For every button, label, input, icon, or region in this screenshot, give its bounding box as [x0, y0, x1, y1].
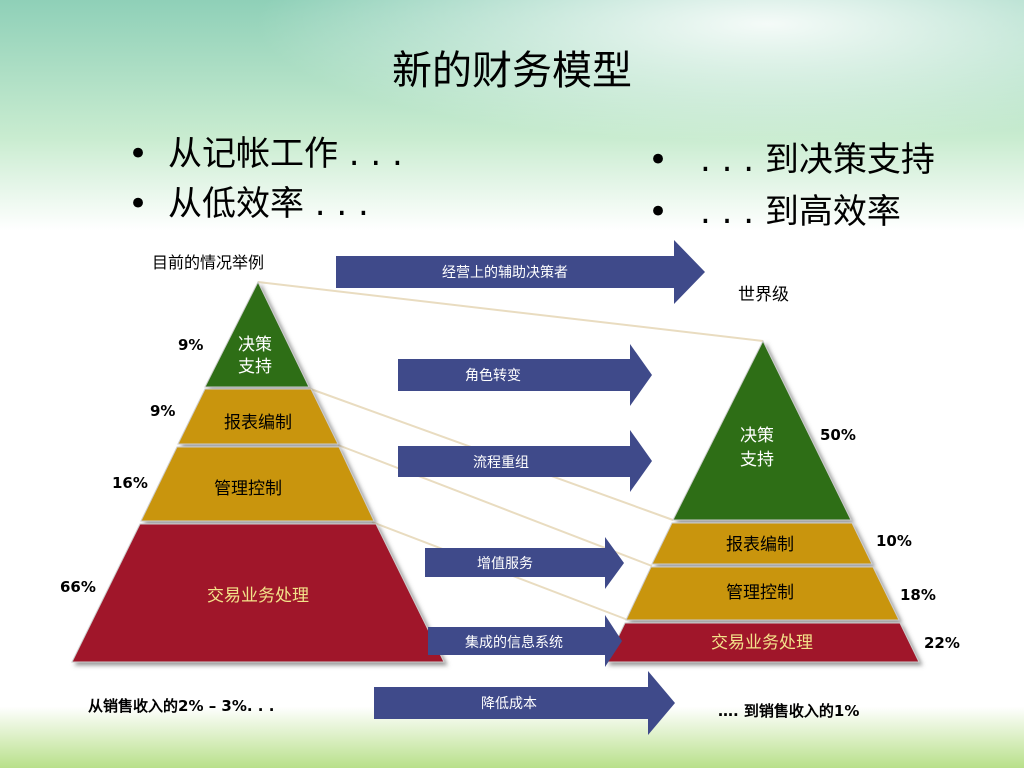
arrow-label-2: 角色转变: [465, 368, 521, 384]
left-pct-management: 16%: [112, 474, 148, 492]
right-pct-reporting: 10%: [876, 532, 912, 550]
left-pct-transaction: 66%: [60, 578, 96, 596]
arrow-label-4: 增值服务: [477, 556, 533, 572]
right-pct-decision: 50%: [820, 426, 856, 444]
arrow-label-5: 集成的信息系统: [465, 635, 563, 651]
bullet-left-1: •从记帐工作 . . .: [128, 134, 403, 174]
bullet-left-2: •从低效率 . . .: [128, 184, 369, 224]
right-layer-management: [625, 566, 900, 621]
slide-title: 新的财务模型: [392, 48, 632, 94]
arrow-shape-2: [398, 344, 652, 406]
right-pct-transaction: 22%: [924, 634, 960, 652]
arrow-shapes: [336, 240, 705, 735]
arrow-shape-5: [428, 615, 622, 667]
left-pct-decision: 9%: [178, 336, 204, 354]
right-pct-management: 18%: [900, 586, 936, 604]
right-pyramid: [605, 339, 920, 663]
left-layer-decision-label: 决策 支持: [238, 335, 272, 377]
right-layer-transaction-label: 交易业务处理: [711, 633, 813, 653]
bullet-right-1: •. . . 到决策支持: [648, 140, 935, 180]
arrow-label-6: 降低成本: [481, 696, 537, 712]
right-layer-reporting: [651, 522, 873, 565]
right-layer-decision-label: 决策 支持: [740, 426, 774, 470]
left-layer-transaction-label: 交易业务处理: [207, 586, 309, 606]
left-layer-management: [140, 446, 375, 522]
right-layer-decision: [672, 339, 852, 521]
left-pyramid: [71, 280, 445, 663]
arrow-shape-4: [425, 537, 624, 589]
left-layer-management-label: 管理控制: [214, 479, 282, 499]
arrow-shape-3: [398, 430, 652, 492]
right-layer-management-label: 管理控制: [726, 583, 794, 603]
arrow-label-1: 经营上的辅助决策者: [442, 265, 568, 281]
left-pyramid-caption: 目前的情况举例: [152, 253, 265, 272]
left-layer-reporting: [177, 388, 339, 445]
right-pyramid-caption: 世界级: [738, 285, 789, 305]
left-layer-transaction: [71, 523, 445, 663]
right-layer-reporting-label: 报表编制: [726, 535, 794, 555]
right-footer: …. 到销售收入的1%: [718, 702, 860, 720]
bullet-right-2: •. . . 到高效率: [648, 192, 901, 232]
arrow-label-3: 流程重组: [473, 455, 529, 471]
left-footer: 从销售收入的2% – 3%. . .: [88, 697, 275, 715]
left-pct-reporting: 9%: [150, 402, 176, 420]
arrow-shape-6: [374, 671, 675, 735]
arrow-shape-1: [336, 240, 705, 304]
left-layer-reporting-label: 报表编制: [224, 413, 292, 433]
left-layer-decision: [204, 280, 310, 388]
